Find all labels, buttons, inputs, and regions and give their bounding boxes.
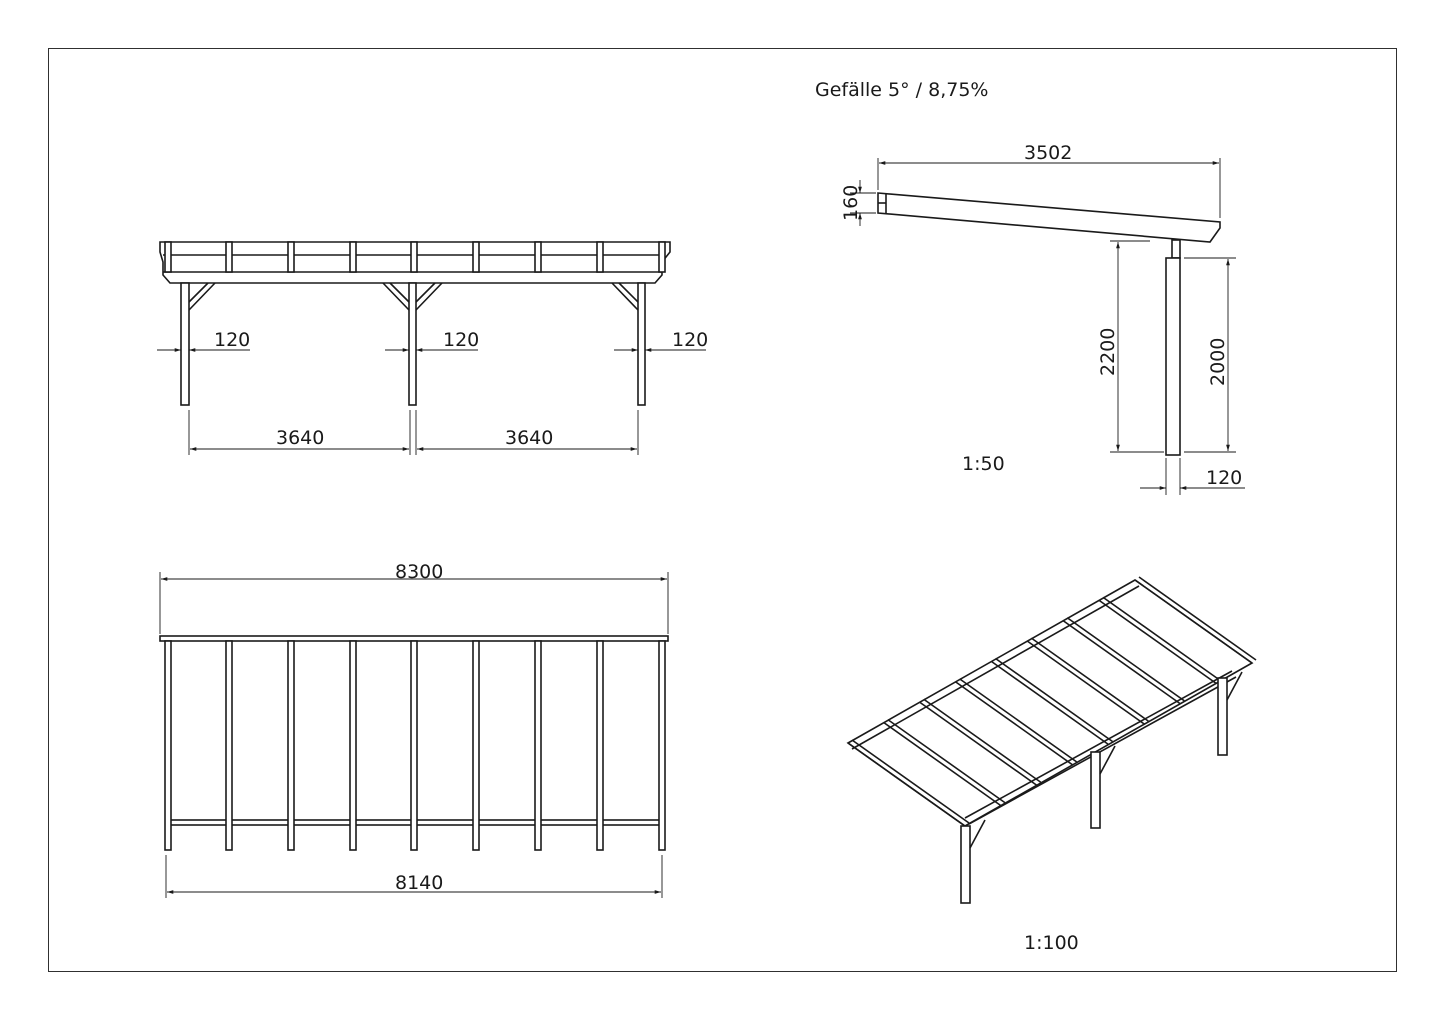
rafter-end: [472, 241, 480, 273]
scale-label: 1:50: [962, 453, 1005, 475]
scale-label: 1:100: [1024, 932, 1079, 954]
brace: [969, 819, 986, 849]
post-width-label: 120: [1206, 467, 1242, 489]
overall-length-label: 8300: [395, 561, 443, 583]
rafter: [658, 640, 666, 851]
rafter: [923, 698, 1042, 783]
rear-height-label: 2200: [1097, 328, 1119, 376]
front-beam: [964, 670, 1233, 819]
post: [1090, 751, 1101, 829]
rafter: [919, 701, 1038, 786]
depth-label: 3502: [1024, 142, 1072, 164]
side-section-view: Gefälle 5° / 8,75% 3502 160 2200 2000 12…: [815, 79, 1245, 495]
rafter: [349, 640, 357, 851]
plan-view: 8300 8140: [159, 561, 669, 898]
rafter: [472, 640, 480, 851]
rafter: [1066, 617, 1185, 702]
rafter: [534, 640, 542, 851]
post-length-label: 8140: [395, 872, 443, 894]
rafter: [1134, 579, 1253, 664]
post-width-label: 120: [672, 329, 708, 351]
beam-height-label: 160: [840, 185, 862, 221]
rafter: [596, 640, 604, 851]
post: [960, 825, 971, 904]
post: [1165, 257, 1181, 456]
rafter-end: [164, 241, 172, 273]
rafter-end: [534, 241, 542, 273]
rafter: [995, 657, 1113, 743]
front-height-label: 2000: [1207, 338, 1229, 386]
rafter: [1138, 576, 1257, 661]
rafter-end: [225, 241, 233, 273]
span-label: 3640: [505, 427, 553, 449]
post-width-label: 120: [443, 329, 479, 351]
wall-beam: [851, 585, 1140, 750]
rafter-end: [658, 241, 666, 273]
brace: [1099, 745, 1116, 775]
rafter: [225, 640, 233, 851]
rafter-end: [596, 241, 604, 273]
sheet-border: [48, 48, 1397, 972]
rafter: [1098, 599, 1217, 685]
post: [1217, 677, 1228, 756]
post: [637, 282, 646, 406]
post-width-label: 120: [214, 329, 250, 351]
rafter: [847, 742, 966, 827]
isometric-view: 1:100: [846, 576, 1257, 954]
rafter: [1026, 640, 1145, 725]
slope-note: Gefälle 5° / 8,75%: [815, 79, 988, 101]
rafter: [164, 640, 172, 851]
span-label: 3640: [276, 427, 324, 449]
rafter: [851, 739, 970, 824]
rafter: [1102, 596, 1221, 682]
rafter: [410, 640, 418, 851]
rafter: [1062, 620, 1181, 705]
rafter-end: [410, 241, 418, 273]
rafter: [991, 660, 1109, 746]
rafter: [287, 640, 295, 851]
rafter: [1030, 637, 1149, 722]
rafter: [887, 718, 1006, 804]
post: [180, 282, 190, 406]
rafter: [955, 681, 1074, 766]
rafter: [959, 678, 1078, 763]
front-beam: [968, 676, 1237, 825]
front-elevation-view: 120 120 120 3640 3640: [157, 241, 708, 455]
rafter: [883, 721, 1002, 807]
brace: [1226, 671, 1243, 701]
post: [408, 282, 417, 406]
rafter-end: [287, 241, 295, 273]
rafter-end: [349, 241, 357, 273]
